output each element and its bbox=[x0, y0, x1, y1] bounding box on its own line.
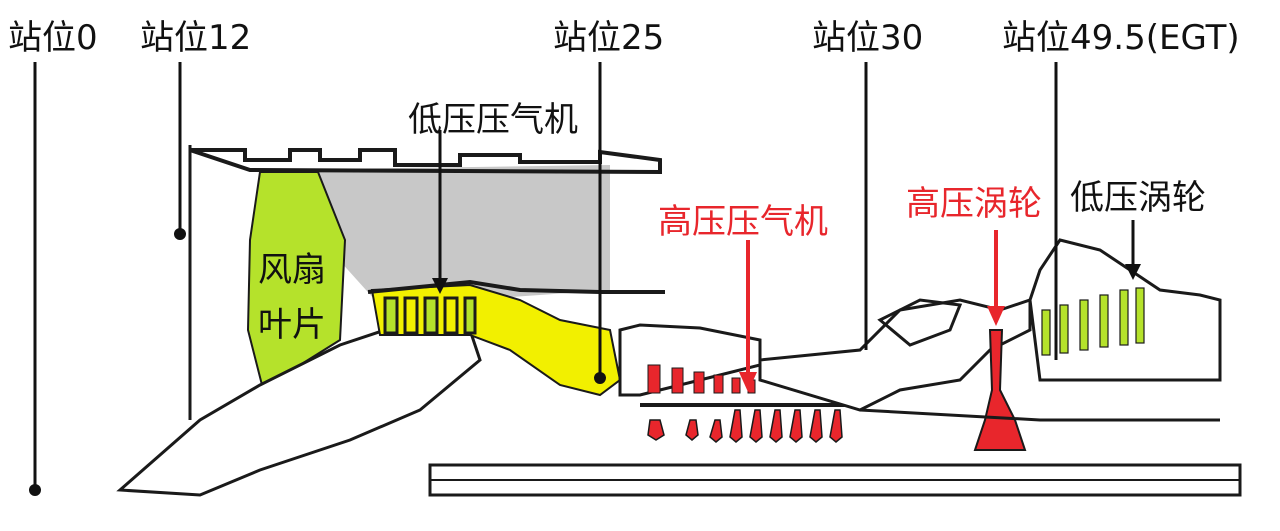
lpc-blades bbox=[383, 296, 477, 335]
station-25-label: 站位25 bbox=[553, 18, 665, 58]
spinner bbox=[116, 323, 482, 497]
station-30-label: 站位30 bbox=[812, 18, 924, 58]
fan-label-line2: 叶片 bbox=[258, 305, 326, 345]
station-0-label: 站位0 bbox=[8, 18, 98, 58]
nacelle-top bbox=[189, 148, 662, 175]
lpt-label: 低压涡轮 bbox=[1070, 178, 1206, 218]
bypass-duct bbox=[262, 165, 610, 300]
station-49-5-label: 站位49.5(EGT) bbox=[1002, 18, 1240, 58]
hpc-blades bbox=[647, 364, 756, 394]
lpc-label: 低压压气机 bbox=[408, 100, 578, 140]
hpt-label: 高压涡轮 bbox=[906, 184, 1042, 224]
hpc-disks bbox=[647, 409, 843, 443]
station-12-label: 站位12 bbox=[140, 18, 252, 58]
lpt-blades bbox=[1041, 287, 1145, 356]
hpc-label: 高压压气机 bbox=[658, 202, 828, 242]
combustor bbox=[758, 297, 1032, 412]
station-lines bbox=[33, 62, 1058, 488]
hpt-disk bbox=[973, 329, 1027, 451]
arrows bbox=[432, 130, 1141, 392]
fan-label-line1: 风扇 bbox=[258, 250, 326, 290]
